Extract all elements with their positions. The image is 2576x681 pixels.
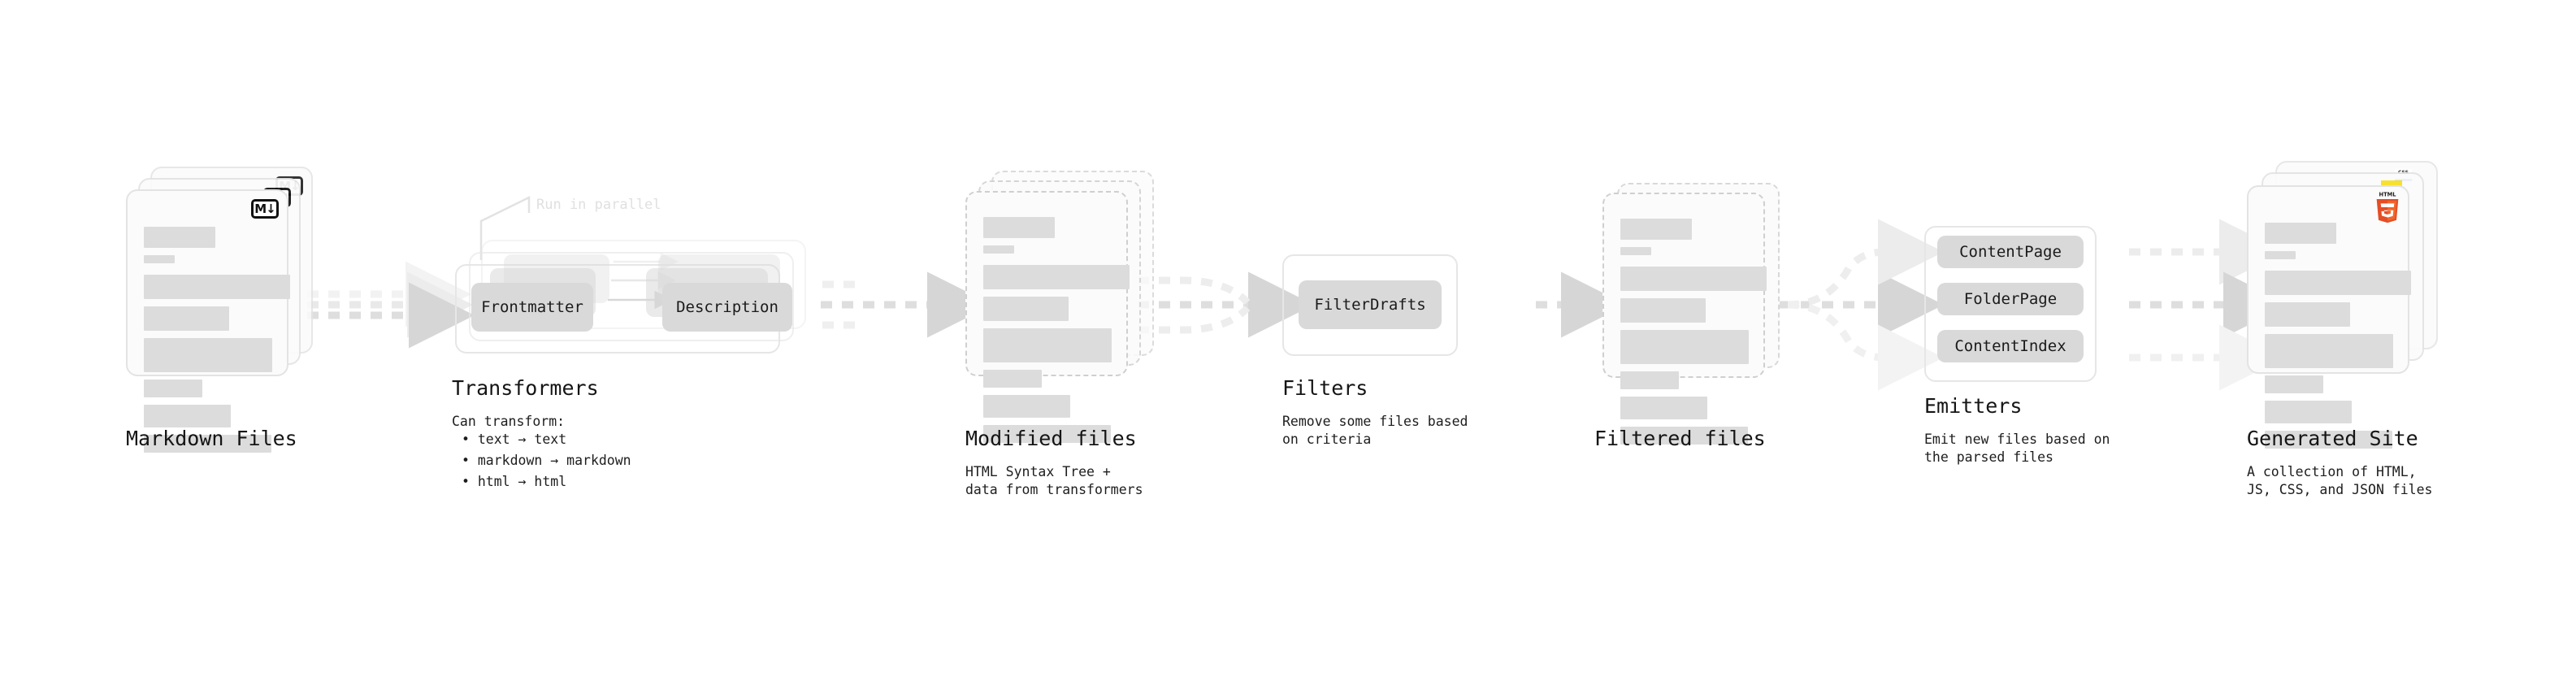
document-placeholder-bars: [2265, 223, 2411, 456]
generated-site-subtitle-line2: JS, CSS, and JSON files: [2247, 482, 2433, 497]
placeholder-bar: [983, 245, 1014, 254]
placeholder-bar: [2265, 271, 2411, 295]
filters-subtitle-line1: Remove some files based: [1282, 414, 1468, 429]
markdown-files-title: Markdown Files: [126, 427, 297, 450]
arrow-markdown-to-transformers: [307, 261, 475, 349]
arrow-transformers-to-modified: [821, 271, 993, 338]
placeholder-bar: [983, 395, 1070, 418]
placeholder-bar: [983, 297, 1069, 321]
placeholder-bar: [1620, 427, 1748, 445]
placeholder-bar: [2265, 334, 2393, 368]
emitter-chip-contentindex[interactable]: ContentIndex: [1937, 330, 2084, 362]
html5-icon: HTML: [2376, 192, 2399, 223]
emitter-chip-contentpage[interactable]: ContentPage: [1937, 236, 2084, 268]
placeholder-bar: [144, 405, 231, 427]
emitters-title: Emitters: [1924, 394, 2023, 418]
generated-site-title: Generated Site: [2247, 427, 2418, 450]
filtered-card-front[interactable]: [1602, 193, 1767, 445]
modified-files-subtitle-line1: HTML Syntax Tree +: [965, 464, 1111, 479]
placeholder-bar: [983, 265, 1130, 289]
filter-chip-filterdrafts[interactable]: FilterDrafts: [1299, 280, 1442, 329]
svg-text:HTML: HTML: [2379, 192, 2397, 198]
transformer-chip-description[interactable]: Description: [662, 283, 792, 332]
arrow-modified-to-filters: [1138, 271, 1314, 338]
placeholder-bar: [144, 338, 272, 372]
filters-subtitle-line2: on criteria: [1282, 432, 1372, 447]
transformers-bullet-2: • html → html: [462, 474, 567, 489]
html5-badge: HTML: [2374, 191, 2401, 223]
placeholder-bar: [983, 370, 1042, 388]
filtered-files-title: Filtered files: [1594, 427, 1766, 450]
placeholder-bar: [2265, 401, 2352, 423]
placeholder-bar: [2265, 431, 2392, 449]
markdown-badge: M↓: [251, 199, 279, 219]
modified-card-front[interactable]: [965, 191, 1130, 443]
placeholder-bar: [144, 435, 271, 453]
placeholder-bar: [1620, 267, 1767, 291]
placeholder-bar: [983, 217, 1055, 238]
transformers-title: Transformers: [452, 376, 599, 400]
placeholder-bar: [1620, 330, 1749, 364]
placeholder-bar: [2265, 251, 2296, 259]
arrow-filtered-to-emitters: [1780, 219, 1944, 391]
placeholder-bar: [2265, 375, 2323, 393]
emitters-subtitle-line2: the parsed files: [1924, 449, 2053, 465]
placeholder-bar: [144, 380, 202, 397]
generated-site-subtitle-line1: A collection of HTML,: [2247, 464, 2417, 479]
arrow-emitters-to-site: [2129, 219, 2289, 391]
placeholder-bar: [1620, 219, 1692, 240]
placeholder-bar: [144, 275, 290, 299]
placeholder-bar: [1620, 371, 1679, 389]
document-placeholder-bars: [144, 227, 290, 460]
placeholder-bar: [144, 255, 175, 263]
placeholder-bar: [144, 306, 229, 331]
transformers-subtitle: Can transform:: [452, 414, 566, 429]
filters-title: Filters: [1282, 376, 1368, 400]
generated-card-front[interactable]: HTML: [2247, 185, 2411, 449]
document-placeholder-bars: [983, 217, 1130, 450]
emitters-subtitle-line1: Emit new files based on: [1924, 432, 2110, 447]
emitter-chip-folderpage[interactable]: FolderPage: [1937, 283, 2084, 315]
transformers-bullet-0: • text → text: [462, 432, 567, 447]
placeholder-bar: [1620, 298, 1706, 323]
transformer-chip-frontmatter[interactable]: Frontmatter: [471, 283, 593, 332]
modified-files-title: Modified files: [965, 427, 1137, 450]
transformers-box-back-1: [469, 252, 794, 341]
placeholder-bar: [1620, 397, 1707, 419]
run-in-parallel-label: Run in parallel: [536, 197, 661, 213]
emitters-box[interactable]: [1924, 226, 2097, 382]
placeholder-bar: [144, 227, 215, 248]
transformers-bullet-1: • markdown → markdown: [462, 453, 631, 468]
document-placeholder-bars: [1620, 219, 1767, 452]
placeholder-bar: [1620, 247, 1651, 255]
filters-box[interactable]: [1282, 254, 1458, 356]
placeholder-bar: [2265, 302, 2350, 327]
placeholder-bar: [983, 425, 1111, 443]
placeholder-bar: [983, 328, 1112, 362]
placeholder-bar: [2265, 223, 2336, 244]
markdown-card-front[interactable]: M↓: [126, 189, 290, 453]
modified-files-subtitle-line2: data from transformers: [965, 482, 1143, 497]
